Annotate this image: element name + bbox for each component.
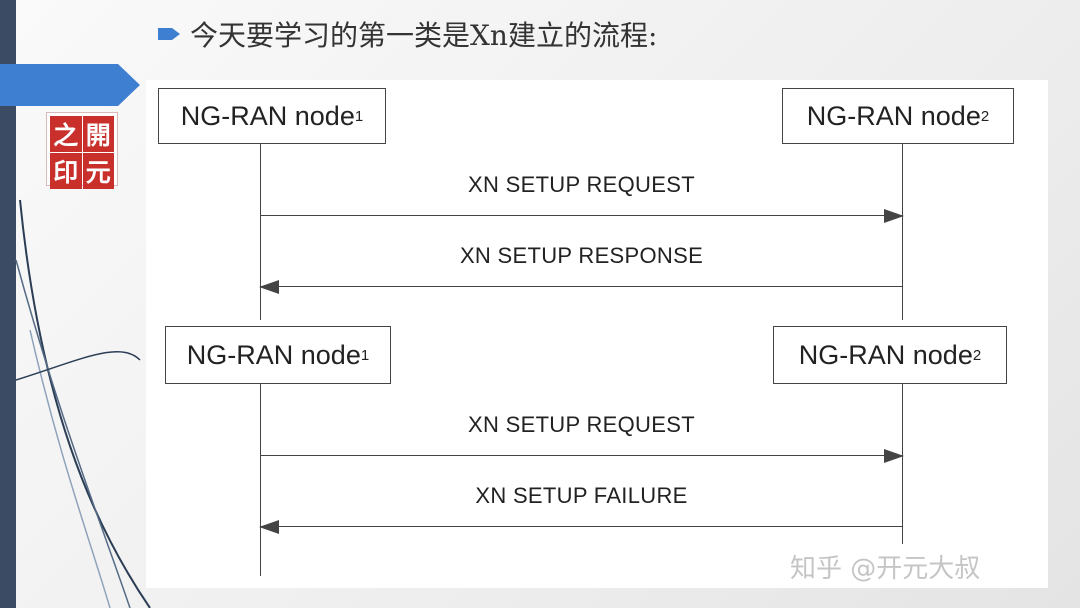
left-decoration-bar (0, 0, 16, 608)
node-subscript: 1 (360, 346, 370, 364)
node-label: NG-RAN node (806, 100, 981, 131)
node-label: NG-RAN node (186, 339, 361, 370)
message-arrow: XN SETUP FAILURE (259, 483, 902, 537)
arrowhead-right-icon (884, 209, 904, 223)
bullet-arrow-icon (158, 28, 180, 40)
node-subscript: 1 (354, 107, 364, 125)
slide-title: 今天要学习的第一类是Xn建立的流程: (158, 14, 657, 54)
node-subscript: 2 (972, 346, 982, 364)
message-arrow: XN SETUP REQUEST (261, 172, 904, 226)
arrowhead-left-icon (259, 520, 279, 534)
arrowhead-left-icon (259, 280, 279, 294)
message-label: XN SETUP REQUEST (468, 412, 695, 437)
watermark-text: 知乎 @开元大叔 (790, 554, 981, 584)
node-subscript: 2 (980, 107, 990, 125)
message-arrow: XN SETUP RESPONSE (259, 243, 902, 297)
decorative-swoosh (15, 199, 151, 608)
node2-lifeline (902, 144, 903, 320)
message-label: XN SETUP FAILURE (475, 483, 688, 508)
logo-char: 印 (50, 153, 82, 189)
section-arrow-tab (0, 64, 140, 106)
logo-char: 開 (82, 116, 114, 152)
arrowhead-right-icon (884, 449, 904, 463)
node-label: NG-RAN node (180, 100, 355, 131)
message-label: XN SETUP RESPONSE (459, 243, 704, 268)
logo-char: 之 (50, 116, 82, 152)
node-label: NG-RAN node (798, 339, 973, 370)
node1-lifeline (260, 144, 261, 320)
node2-lifeline (902, 384, 903, 544)
seal-logo: 之 開 印 元 (46, 112, 118, 189)
slide-title-text: 今天要学习的第一类是Xn建立的流程: (190, 19, 658, 52)
message-arrow: XN SETUP REQUEST (261, 412, 904, 466)
logo-char: 元 (82, 153, 114, 189)
message-label: XN SETUP REQUEST (468, 172, 695, 197)
node1-lifeline (260, 384, 261, 576)
